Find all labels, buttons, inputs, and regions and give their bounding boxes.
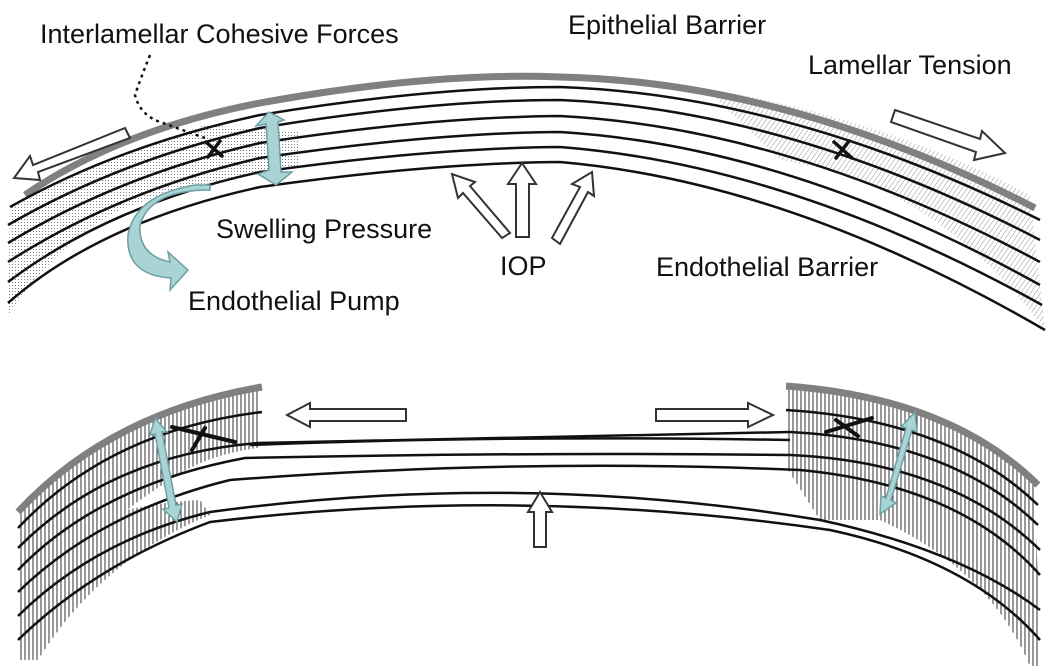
left-shaded-region <box>8 125 300 315</box>
label-endothelial-barrier: Endothelial Barrier <box>656 252 878 282</box>
iop-arrow-bottom <box>526 490 554 548</box>
label-epithelial-barrier: Epithelial Barrier <box>568 10 766 40</box>
swelling-pressure-arrow-bottom-left <box>148 416 184 524</box>
tension-arrow-bottom-left <box>284 401 407 429</box>
normal-cornea-panel: Interlamellar Cohesive Forces Epithelial… <box>7 10 1046 332</box>
epithelium-layer-thinned-left <box>15 383 263 515</box>
label-iop: IOP <box>500 251 547 281</box>
tension-arrow-right <box>889 108 1008 162</box>
label-interlamellar-cohesive-forces: Interlamellar Cohesive Forces <box>40 19 399 49</box>
tension-arrow-bottom-right <box>655 401 776 429</box>
label-endothelial-pump: Endothelial Pump <box>188 286 400 316</box>
left-hatched-region-lower <box>18 500 210 660</box>
epithelium-layer-thinned-right <box>785 382 1041 488</box>
cross-link-mark-bottom-left <box>170 425 237 452</box>
label-swelling-pressure: Swelling Pressure <box>216 214 432 244</box>
thinned-cornea-panel <box>15 382 1041 666</box>
left-hatched-region <box>18 390 258 615</box>
swelling-pressure-arrow-bottom-right <box>879 410 918 516</box>
cross-link-mark-right <box>832 139 854 160</box>
endothelial-pump-arrow <box>127 184 211 293</box>
label-lamellar-tension: Lamellar Tension <box>808 50 1012 80</box>
iop-arrows <box>450 161 596 246</box>
swelling-pressure-arrow <box>253 111 295 186</box>
epithelium-layer <box>23 72 1037 212</box>
tension-arrow-left <box>12 126 132 182</box>
lamellae-bottom <box>17 408 1041 641</box>
right-shaded-region <box>705 88 1045 330</box>
cross-link-mark-left <box>204 139 224 159</box>
right-hatched-region <box>788 388 1040 666</box>
cross-link-mark-bottom-right <box>824 416 874 438</box>
cohesive-leader-line <box>133 54 206 140</box>
